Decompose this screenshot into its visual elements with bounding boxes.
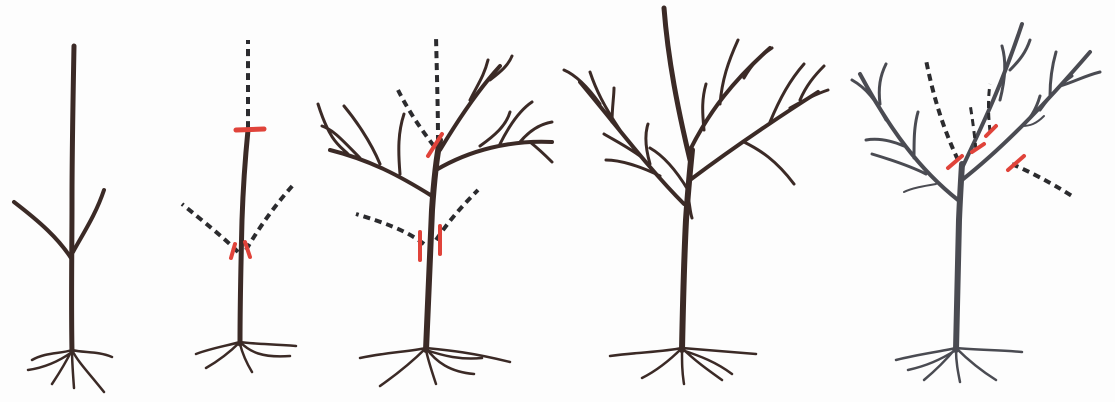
central-leader bbox=[664, 8, 690, 160]
branch-right-sub-1 bbox=[720, 40, 738, 104]
trunk bbox=[240, 130, 248, 344]
branch-left-sub-3 bbox=[604, 134, 640, 156]
branch-right-sub-6 bbox=[530, 142, 552, 162]
removed-branch-right bbox=[246, 184, 294, 250]
branch-right-sub-2 bbox=[490, 56, 512, 80]
branch-left-sub-3 bbox=[399, 114, 404, 174]
branch-left-sub-5 bbox=[612, 88, 614, 122]
branch-right-sub-5 bbox=[480, 112, 510, 146]
tree-stage-4 bbox=[564, 8, 828, 384]
branch-left-sub-2 bbox=[879, 64, 886, 104]
removed-branch-right bbox=[1012, 164, 1072, 196]
cut-mark-top bbox=[236, 129, 264, 130]
branch-left bbox=[14, 202, 71, 258]
branch-right-main bbox=[962, 52, 1090, 180]
branch-left-main bbox=[860, 74, 958, 200]
branch-right-upper bbox=[962, 24, 1022, 168]
roots bbox=[360, 348, 510, 386]
trunk bbox=[426, 140, 440, 350]
branch-left-sub-6 bbox=[904, 184, 936, 192]
branch-left-sub-6 bbox=[646, 124, 650, 164]
tree-stage-2 bbox=[182, 40, 296, 372]
branch-left-main bbox=[330, 150, 432, 196]
cut-mark-left bbox=[231, 244, 235, 258]
trunk bbox=[72, 46, 74, 352]
removed-leader-top bbox=[436, 36, 438, 142]
tree-stage-3 bbox=[318, 36, 552, 386]
removed-branch-inner-left bbox=[926, 60, 958, 160]
branch-left-sub-4 bbox=[318, 104, 348, 154]
tree-stage-1 bbox=[14, 46, 112, 392]
tree-stage-5 bbox=[852, 24, 1100, 382]
branch-inner-1 bbox=[650, 148, 688, 190]
roots bbox=[28, 350, 112, 392]
roots bbox=[610, 348, 756, 384]
branch-left-sub-5 bbox=[914, 112, 918, 158]
branch-left-sub-3 bbox=[866, 139, 904, 146]
branch-right-main bbox=[690, 92, 818, 180]
branch-right-sub-5 bbox=[744, 142, 794, 184]
branch-right bbox=[73, 190, 104, 252]
roots bbox=[896, 348, 1022, 382]
trunk bbox=[956, 164, 962, 350]
removed-branch-low-right bbox=[436, 190, 478, 240]
branch-right-sub-2 bbox=[744, 48, 772, 78]
branch-right-sub-4 bbox=[790, 90, 828, 108]
removed-branch-left bbox=[182, 204, 238, 252]
removed-branch-low-left bbox=[356, 214, 424, 244]
roots bbox=[196, 342, 296, 372]
branch-right-sub-4 bbox=[520, 122, 552, 142]
